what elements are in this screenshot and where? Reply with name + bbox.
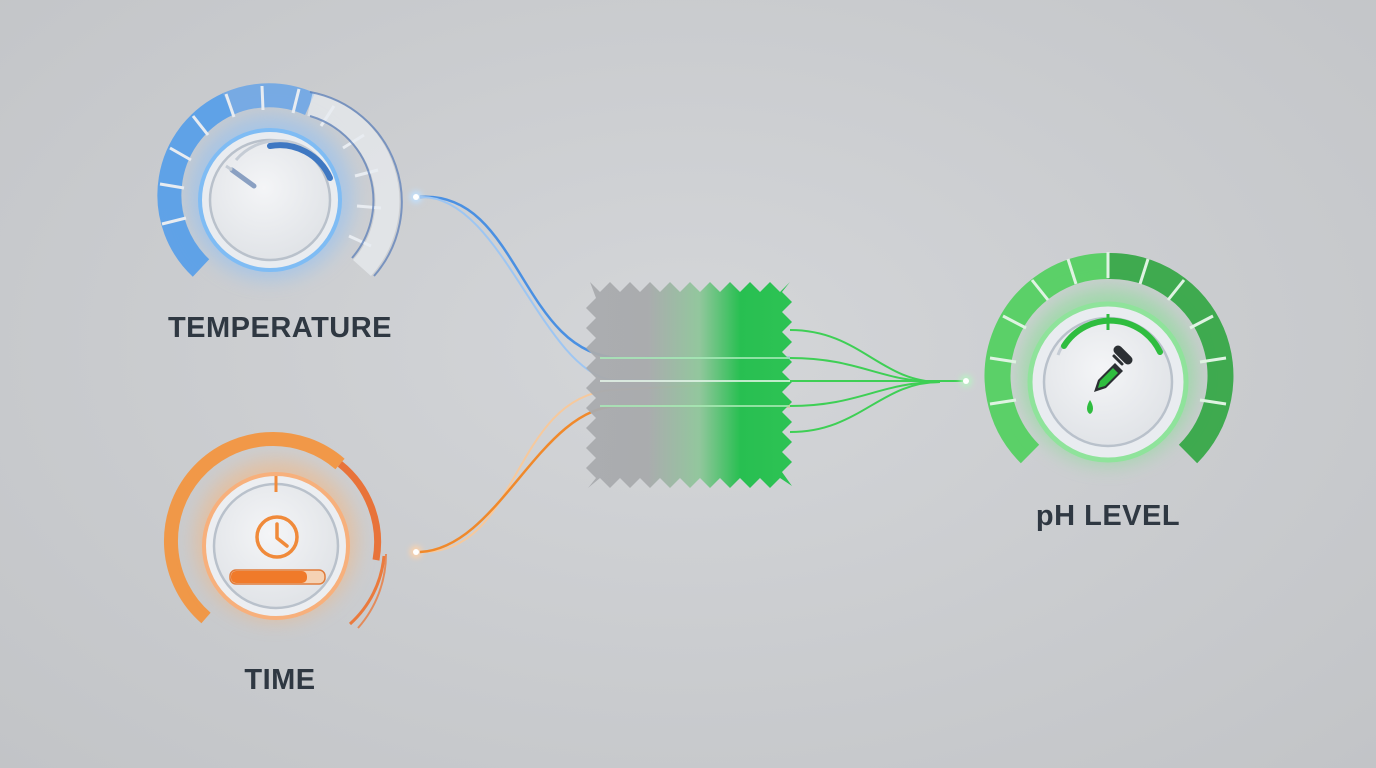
ph-level-label: pH LEVEL [1035, 500, 1181, 532]
clock-icon [255, 515, 299, 559]
output-flow-lines [789, 329, 966, 433]
ph-dial[interactable] [984, 252, 1234, 464]
temperature-ring-segments [159, 85, 382, 248]
time-label: TIME [244, 664, 316, 696]
swatch-through-lines [600, 357, 790, 407]
ph-ring-segments [989, 252, 1227, 406]
temperature-label: TEMPERATURE [167, 312, 393, 344]
ph-gauge-arc [1056, 314, 1163, 356]
time-outer-ring [163, 431, 387, 629]
temperature-outer-ring [157, 83, 400, 277]
temperature-outer-outline [309, 91, 403, 277]
time-progress-bar [229, 569, 326, 585]
thermometer-gauge-icon [225, 139, 333, 189]
dropper-icon [1087, 345, 1133, 414]
temperature-dial[interactable] [157, 83, 422, 279]
time-knob-face [212, 482, 340, 610]
time-dial[interactable] [163, 431, 422, 629]
fabric-swatch [586, 282, 792, 488]
